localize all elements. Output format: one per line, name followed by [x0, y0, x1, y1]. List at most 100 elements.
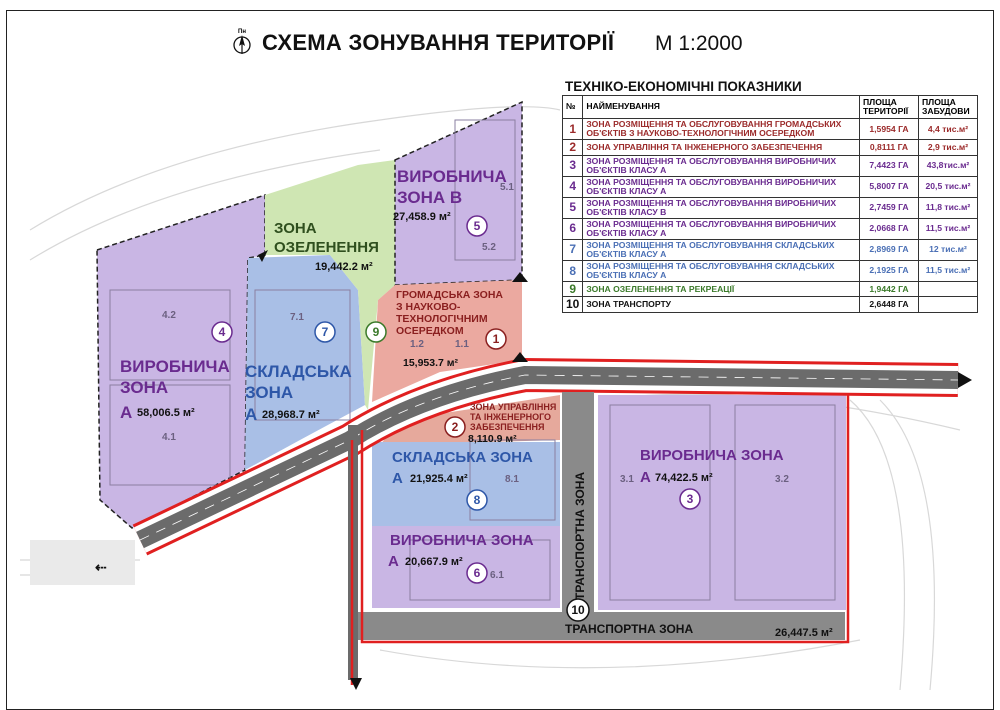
row-built: 11,5 тис.м²	[918, 217, 978, 240]
zone-marker-1: 1	[485, 328, 507, 350]
building-label: 4.1	[162, 432, 176, 443]
zone-5-label: ВИРОБНИЧА	[397, 167, 507, 186]
row-name: ЗОНА РОЗМІЩЕННЯ ТА ОБСЛУГОВУВАННЯ СКЛАДС…	[582, 238, 860, 261]
svg-text:7: 7	[322, 325, 329, 339]
zone-3-label: ВИРОБНИЧА ЗОНА	[640, 447, 784, 464]
zone-6-area: 20,667.9 м²	[405, 556, 463, 568]
row-name: ЗОНА УПРАВЛІННЯ ТА ІНЖЕНЕРНОГО ЗАБЕЗПЕЧЕ…	[582, 139, 860, 156]
zone-2-label: ЗАБЕЗПЕЧЕННЯ	[470, 422, 545, 432]
row-number: 6	[561, 217, 584, 240]
zone-6-class: А	[388, 553, 399, 570]
row-area: 2,7459 ГА	[859, 196, 919, 219]
building-label: 6.1	[490, 570, 504, 581]
row-number: 7	[561, 238, 584, 261]
zone-8-area: 21,925.4 м²	[410, 473, 468, 485]
row-built: 20,5 тис.м²	[918, 175, 978, 198]
row-name: ЗОНА РОЗМІЩЕННЯ ТА ОБСЛУГОВУВАННЯ СКЛАДС…	[582, 259, 860, 282]
row-area: 1,9442 ГА	[859, 280, 919, 298]
zone-10-vertical-label: ТРАНСПОРТНА ЗОНА	[573, 472, 587, 600]
row-number: 3	[561, 154, 584, 177]
zone-1-area: 15,953.7 м²	[403, 357, 459, 369]
zone-9-green	[265, 160, 395, 410]
row-area: 2,1925 ГА	[859, 259, 919, 282]
zone-4-label: ЗОНА	[120, 378, 168, 397]
building-label: 3.2	[775, 474, 789, 485]
row-area: 0,8111 ГА	[859, 139, 919, 156]
zone-marker-9: 9	[365, 321, 387, 343]
map-scale: М 1:2000	[655, 32, 743, 55]
site-boundary	[350, 395, 850, 685]
zone-6-label: ВИРОБНИЧА ЗОНА	[390, 532, 534, 549]
building-label: 7.1	[290, 312, 304, 323]
row-number: 5	[561, 196, 584, 219]
zone-marker-4: 4	[211, 321, 233, 343]
row-name: ЗОНА РОЗМІЩЕННЯ ТА ОБСЛУГОВУВАННЯ ВИРОБН…	[582, 154, 860, 177]
zone-5-label: ЗОНА В	[397, 188, 462, 207]
zone-10-horizontal-label: ТРАНСПОРТНА ЗОНА	[565, 622, 693, 636]
zone-5-area: 27,458.9 м²	[393, 211, 451, 223]
zone-9-label: ОЗЕЛЕНЕННЯ	[274, 239, 379, 256]
svg-text:1: 1	[493, 332, 500, 346]
zone-8-class: А	[392, 470, 403, 487]
col-area: ПЛОЩА ТЕРИТОРІЇ	[859, 95, 919, 119]
zone-marker-2: 2	[444, 416, 466, 438]
building-label: 3.1	[620, 474, 634, 485]
svg-text:8: 8	[474, 493, 481, 507]
zone-1-label: З НАУКОВО-	[396, 301, 461, 313]
zone-7-area: 28,968.7 м²	[262, 409, 320, 421]
road-arrows	[258, 250, 972, 690]
row-built: 43,8тис.м²	[918, 154, 978, 177]
zone-3-industrial	[598, 395, 846, 610]
zone-1-label: ГРОМАДСЬКА ЗОНА	[396, 289, 503, 301]
zone-marker-6: 6	[466, 562, 488, 584]
zone-7-label: ЗОНА	[245, 383, 293, 402]
row-name: ЗОНА ТРАНСПОРТУ	[582, 296, 860, 313]
row-number: 4	[561, 175, 584, 198]
svg-text:4: 4	[219, 325, 226, 339]
table-header-row: № НАЙМЕНУВАННЯ ПЛОЩА ТЕРИТОРІЇ ПЛОЩА ЗАБ…	[561, 95, 978, 119]
svg-text:2: 2	[452, 420, 459, 434]
zone-1-public	[372, 280, 522, 402]
page-title: СХЕМА ЗОНУВАННЯ ТЕРИТОРІЇ	[262, 30, 615, 55]
zone-2-area: 8,110.9 м²	[468, 433, 517, 445]
row-built: 12 тис.м²	[918, 238, 978, 261]
building-label: 5.2	[482, 242, 496, 253]
zone-1-label: ОСЕРЕДКОМ	[396, 325, 464, 337]
zone-5-industrial	[394, 100, 523, 286]
zone-marker-3: 3	[679, 488, 701, 510]
zone-9-label: ЗОНА	[274, 220, 317, 237]
zone-2-label: ЗОНА УПРАВЛІННЯ	[470, 402, 556, 412]
building-label: 5.1	[500, 182, 514, 193]
col-name: НАЙМЕНУВАННЯ	[582, 95, 860, 119]
svg-text:10: 10	[571, 603, 585, 617]
row-name: ЗОНА ОЗЕЛЕНЕННЯ ТА РЕКРЕАЦІЇ	[582, 280, 860, 298]
zone-3-class: А	[640, 469, 651, 486]
row-number: 9	[561, 280, 584, 298]
zone-8-warehouse	[372, 442, 560, 526]
building-label: 1.2	[410, 339, 424, 350]
row-name: ЗОНА РОЗМІЩЕННЯ ТА ОБСЛУГОВУВАННЯ ВИРОБН…	[582, 196, 860, 219]
col-number: №	[561, 95, 584, 119]
svg-text:Пн: Пн	[238, 29, 246, 35]
row-built: 11,5 тис.м²	[918, 259, 978, 282]
row-number: 2	[561, 139, 584, 156]
row-area: 2,8969 ГА	[859, 238, 919, 261]
zone-2-label: ТА ІНЖЕНЕРНОГО	[470, 412, 551, 422]
row-area: 2,6448 ГА	[859, 296, 919, 313]
zone-marker-8: 8	[466, 489, 488, 511]
exit-arrow-icon: ⇠	[95, 559, 107, 575]
row-area: 7,4423 ГА	[859, 154, 919, 177]
indicators-table: № НАЙМЕНУВАННЯ ПЛОЩА ТЕРИТОРІЇ ПЛОЩА ЗАБ…	[561, 95, 978, 313]
row-built: 2,9 тис.м²	[918, 139, 978, 156]
zone-9-area: 19,442.2 м²	[315, 261, 373, 273]
